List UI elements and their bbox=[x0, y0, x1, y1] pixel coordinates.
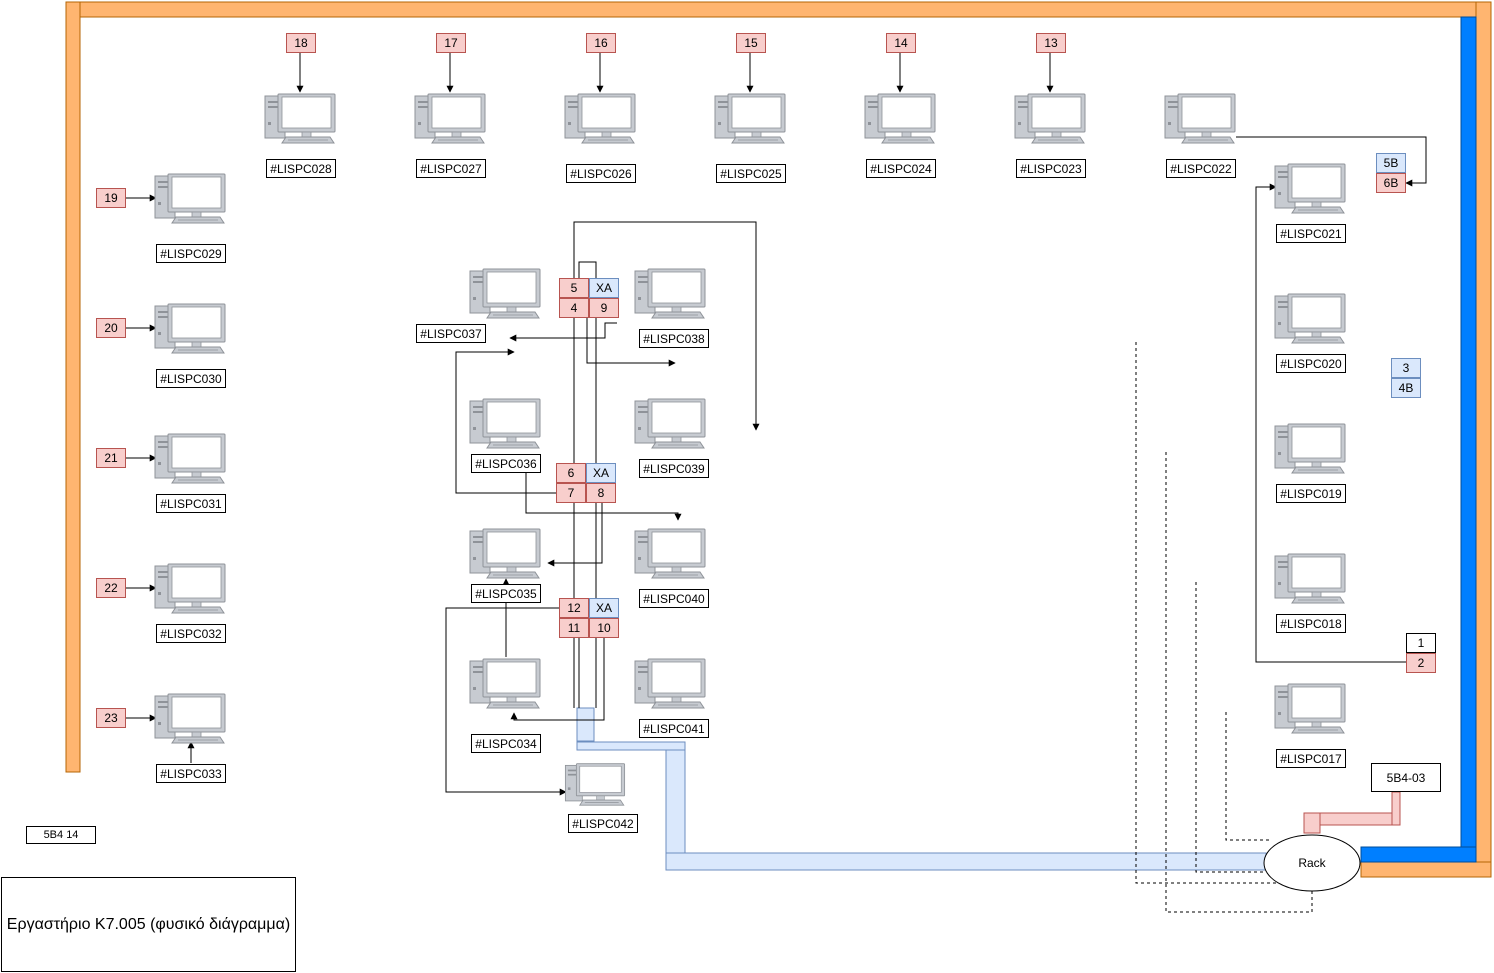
pc-label-032[interactable]: #LISPC032 bbox=[156, 624, 226, 643]
pc-label-038[interactable]: #LISPC038 bbox=[639, 329, 709, 348]
desk-port-xa-1[interactable]: XA bbox=[589, 278, 619, 298]
wall-port-3[interactable]: 3 bbox=[1391, 358, 1421, 378]
desk-port-8[interactable]: 8 bbox=[586, 483, 616, 503]
pc-label-017[interactable]: #LISPC017 bbox=[1276, 749, 1346, 768]
wall-port-4b[interactable]: 4B bbox=[1391, 378, 1421, 398]
wall-port-19[interactable]: 19 bbox=[96, 188, 126, 208]
desk-port-xa-3[interactable]: XA bbox=[589, 598, 619, 618]
pc-label-041[interactable]: #LISPC041 bbox=[639, 719, 709, 738]
rack-label: Rack bbox=[1298, 856, 1326, 870]
pc-label-033[interactable]: #LISPC033 bbox=[156, 764, 226, 783]
bottom-right-blue-wall bbox=[1360, 846, 1477, 863]
diagram-title: Εργαστήριο K7.005 (φυσικό διάγραμμα) bbox=[1, 877, 296, 972]
pc-label-018[interactable]: #LISPC018 bbox=[1276, 614, 1346, 633]
pc-label-023[interactable]: #LISPC023 bbox=[1016, 159, 1086, 178]
desk-port-10[interactable]: 10 bbox=[589, 618, 619, 638]
wall-port-14[interactable]: 14 bbox=[886, 33, 916, 53]
wall-port-17[interactable]: 17 bbox=[436, 33, 466, 53]
top-row-cables bbox=[296, 52, 1427, 187]
bottom-right-wall bbox=[1360, 861, 1492, 878]
wall-port-6b[interactable]: 6B bbox=[1376, 173, 1406, 193]
right-wall bbox=[1475, 1, 1492, 863]
desk-port-12[interactable]: 12 bbox=[559, 598, 589, 618]
wall-port-1[interactable]: 1 bbox=[1406, 633, 1436, 653]
pc-label-025[interactable]: #LISPC025 bbox=[716, 164, 786, 183]
desk-port-5[interactable]: 5 bbox=[559, 278, 589, 298]
pc-label-029[interactable]: #LISPC029 bbox=[156, 244, 226, 263]
pc-label-042[interactable]: #LISPC042 bbox=[568, 814, 638, 833]
wall-port-15[interactable]: 15 bbox=[736, 33, 766, 53]
pc-label-021[interactable]: #LISPC021 bbox=[1276, 224, 1346, 243]
pc-label-037[interactable]: #LISPC037 bbox=[416, 324, 486, 343]
room-code: 5B4 14 bbox=[26, 826, 96, 844]
pc-label-035[interactable]: #LISPC035 bbox=[471, 584, 541, 603]
wall-port-22[interactable]: 22 bbox=[96, 578, 126, 598]
desk-port-9[interactable]: 9 bbox=[589, 298, 619, 318]
pc-label-028[interactable]: #LISPC028 bbox=[266, 159, 336, 178]
switch-duct bbox=[1303, 791, 1401, 834]
wall-port-21[interactable]: 21 bbox=[96, 448, 126, 468]
pc-label-034[interactable]: #LISPC034 bbox=[471, 734, 541, 753]
left-col-cables bbox=[126, 194, 195, 763]
wall-port-13[interactable]: 13 bbox=[1036, 33, 1066, 53]
left-wall bbox=[65, 1, 81, 773]
desk-port-11[interactable]: 11 bbox=[559, 618, 589, 638]
wall-port-23[interactable]: 23 bbox=[96, 708, 126, 728]
pc-label-039[interactable]: #LISPC039 bbox=[639, 459, 709, 478]
pc-label-022[interactable]: #LISPC022 bbox=[1166, 159, 1236, 178]
dashed-cables bbox=[1135, 342, 1313, 913]
wall-port-16[interactable]: 16 bbox=[586, 33, 616, 53]
pc-label-020[interactable]: #LISPC020 bbox=[1276, 354, 1346, 373]
wall-port-2[interactable]: 2 bbox=[1406, 653, 1436, 673]
pc-label-036[interactable]: #LISPC036 bbox=[471, 454, 541, 473]
pc-label-019[interactable]: #LISPC019 bbox=[1276, 484, 1346, 503]
pc-label-027[interactable]: #LISPC027 bbox=[416, 159, 486, 178]
desk-port-6[interactable]: 6 bbox=[556, 463, 586, 483]
desk-port-7[interactable]: 7 bbox=[556, 483, 586, 503]
switch-label[interactable]: 5B4-03 bbox=[1371, 763, 1441, 792]
pc-label-030[interactable]: #LISPC030 bbox=[156, 369, 226, 388]
cable-port2-pc021 bbox=[1255, 183, 1406, 663]
pc-label-024[interactable]: #LISPC024 bbox=[866, 159, 936, 178]
wall-port-5b[interactable]: 5B bbox=[1376, 153, 1406, 173]
pc-label-031[interactable]: #LISPC031 bbox=[156, 494, 226, 513]
pc-label-026[interactable]: #LISPC026 bbox=[566, 164, 636, 183]
desk-port-4[interactable]: 4 bbox=[559, 298, 589, 318]
wall-port-18[interactable]: 18 bbox=[286, 33, 316, 53]
right-blue-wall bbox=[1460, 16, 1477, 848]
top-wall bbox=[65, 1, 1477, 18]
desk-port-xa-2[interactable]: XA bbox=[586, 463, 616, 483]
pc-label-040[interactable]: #LISPC040 bbox=[639, 589, 709, 608]
wall-port-20[interactable]: 20 bbox=[96, 318, 126, 338]
cable-duct bbox=[576, 707, 1267, 871]
